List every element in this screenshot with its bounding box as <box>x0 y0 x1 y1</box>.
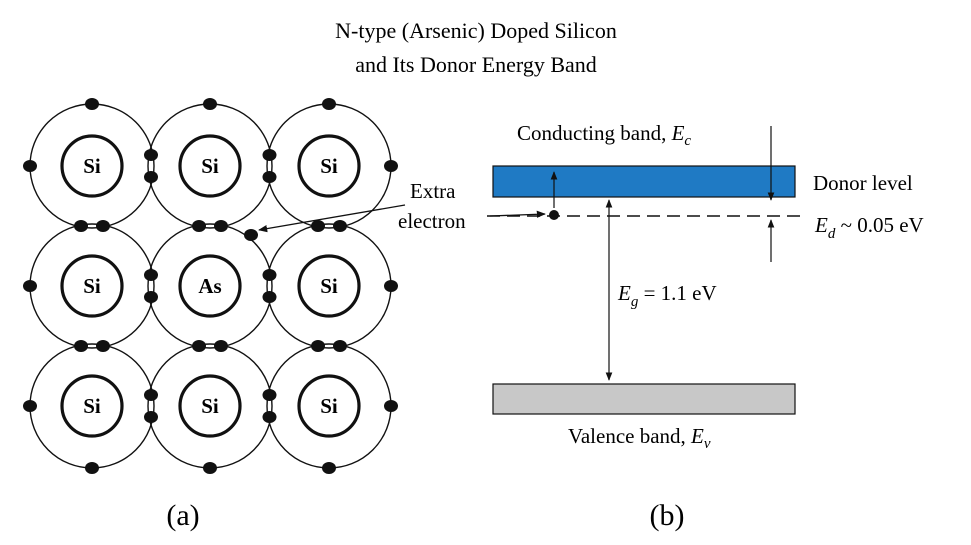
bond-electron <box>311 340 325 352</box>
outer-electron <box>23 160 37 172</box>
bond-electron <box>214 340 228 352</box>
panel-b-label: (b) <box>650 499 685 532</box>
nucleus-ring <box>60 134 124 198</box>
donor-electron <box>549 210 559 220</box>
bond-electron <box>262 411 277 423</box>
bond-electron <box>262 291 277 303</box>
extra-electron-label-line2: electron <box>398 209 466 233</box>
bond-electron <box>74 340 88 352</box>
title-line-2: and Its Donor Energy Band <box>355 52 597 77</box>
valence-band <box>492 383 796 415</box>
donor-energy-label: Ed ~ 0.05 eV <box>814 213 924 242</box>
outer-electron <box>384 400 398 412</box>
outer-electron <box>23 280 37 292</box>
atom-label: Si <box>320 154 338 178</box>
bond-electron <box>262 171 277 183</box>
outer-electron <box>85 98 99 110</box>
outer-electron <box>203 98 217 110</box>
nucleus-ring <box>297 254 361 318</box>
outer-electron <box>384 160 398 172</box>
valence-band-label: Valence band, Ev <box>568 424 711 452</box>
extra-electron <box>244 229 258 241</box>
atom-label: Si <box>83 154 101 178</box>
nucleus-ring <box>178 374 242 438</box>
bond-electron <box>144 149 158 161</box>
bond-electron <box>96 220 110 232</box>
bond-electron <box>144 411 158 423</box>
atom-label: Si <box>201 154 219 178</box>
atom-label: Si <box>83 274 101 298</box>
nucleus-ring <box>60 374 124 438</box>
bond-electron <box>144 389 158 401</box>
bond-electron <box>192 220 206 232</box>
nucleus-ring <box>297 374 361 438</box>
outer-electron <box>23 400 37 412</box>
outer-electron <box>322 98 336 110</box>
bond-electron <box>74 220 88 232</box>
atom-label: Si <box>83 394 101 418</box>
band-gap-label: Eg = 1.1 eV <box>617 281 717 310</box>
conduction-band <box>492 165 796 198</box>
nucleus-ring <box>178 254 242 318</box>
bond-electron <box>311 220 325 232</box>
bond-electron <box>144 171 158 183</box>
bond-electron <box>96 340 110 352</box>
outer-electron <box>322 462 336 474</box>
bond-electron <box>144 269 158 281</box>
bond-electron <box>192 340 206 352</box>
title-line-1: N-type (Arsenic) Doped Silicon <box>335 18 617 43</box>
bond-electron <box>262 389 277 401</box>
nucleus-ring <box>178 134 242 198</box>
nucleus-ring <box>297 134 361 198</box>
outer-electron <box>203 462 217 474</box>
orbit-shell <box>147 223 273 349</box>
outer-electron <box>85 462 99 474</box>
donor-level-label: Donor level <box>813 171 913 195</box>
bond-electron <box>333 220 347 232</box>
atom-label: Si <box>320 394 338 418</box>
nucleus-ring <box>60 254 124 318</box>
atom-label: Si <box>201 394 219 418</box>
bond-electron <box>333 340 347 352</box>
bond-electron <box>262 269 277 281</box>
atom-label: Si <box>320 274 338 298</box>
bond-electron <box>144 291 158 303</box>
bond-electron <box>214 220 228 232</box>
outer-electron <box>384 280 398 292</box>
atom-label: As <box>198 274 221 298</box>
bond-electron <box>262 149 277 161</box>
extra-electron-label-line1: Extra <box>410 179 456 203</box>
panel-a-label: (a) <box>166 499 199 532</box>
extra-electron-arrow <box>258 204 406 233</box>
conduction-band-label: Conducting band, Ec <box>517 121 691 149</box>
